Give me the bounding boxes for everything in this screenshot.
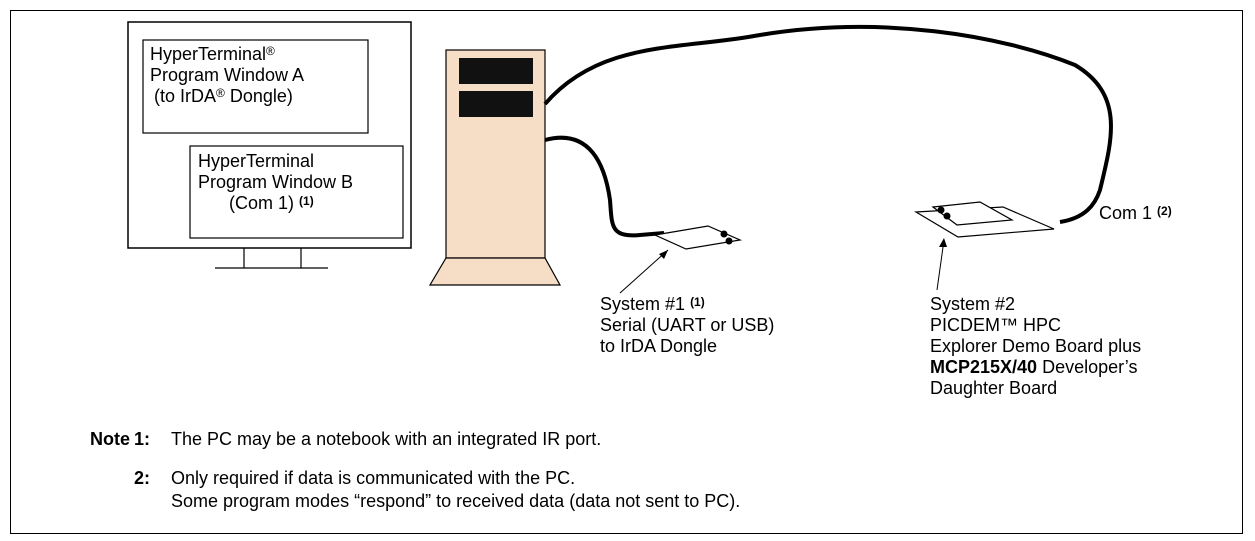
window-b-line1: HyperTerminal — [198, 151, 315, 171]
note-key-2: 2: — [133, 468, 150, 488]
note-heading-row: Note — [90, 428, 130, 450]
com1-text: Com 1 — [1099, 203, 1153, 223]
system1-line3: to IrDA Dongle — [600, 336, 718, 356]
system1-line2: Serial (UART or USB) — [600, 315, 775, 335]
monitor-stand — [215, 248, 328, 269]
demo-board — [914, 201, 1055, 238]
system2-line1: System #2 — [930, 294, 1016, 314]
system1-label: System #1 (1) Serial (UART or USB) to Ir… — [600, 294, 774, 357]
system2-line4-rest: Developer’s — [1037, 357, 1138, 377]
system1-title: System #1 — [600, 294, 686, 314]
note-2-line1: Only required if data is communicated wi… — [171, 468, 576, 488]
arrow-system1 — [619, 249, 669, 294]
system2-line2: PICDEM™ HPC — [930, 315, 1062, 335]
window-b-box — [189, 145, 404, 239]
system2-part-number: MCP215X/40 — [930, 357, 1038, 377]
ref-1: (1) — [690, 295, 705, 309]
window-b-line2: Program Window B — [198, 172, 354, 192]
registered-mark: ® — [266, 44, 275, 58]
ref-2: (2) — [1157, 204, 1172, 218]
window-a-line1: HyperTerminal — [150, 44, 267, 64]
pc-tower — [428, 49, 562, 286]
system2-line3: Explorer Demo Board plus — [930, 336, 1142, 356]
window-a-box — [142, 39, 369, 134]
window-a-line2: Program Window A — [150, 65, 305, 85]
note-key-1: 1: — [133, 429, 150, 449]
system2-line5: Daughter Board — [930, 378, 1058, 398]
system2-label: System #2 PICDEM™ HPC Explorer Demo Boar… — [930, 294, 1141, 399]
window-a-line3-post: Dongle) — [224, 86, 293, 106]
drive-slot-2 — [459, 91, 533, 117]
note-2-line2: Some program modes “respond” to received… — [171, 491, 741, 511]
window-a-label: HyperTerminal® Program Window A (to IrDA… — [150, 44, 304, 107]
note-1-text: The PC may be a notebook with an integra… — [171, 429, 602, 449]
arrow-system2 — [936, 239, 945, 291]
cable-dongle — [544, 135, 665, 238]
window-b-line3: (Com 1) — [229, 193, 295, 213]
registered-mark: ® — [216, 86, 225, 100]
com1-label: Com 1 (2) — [1099, 203, 1172, 224]
window-b-label: HyperTerminal Program Window B (Com 1) (… — [198, 151, 353, 214]
cable-com1 — [543, 24, 1113, 224]
diagram-frame — [10, 10, 1243, 534]
irda-dongle — [652, 225, 743, 250]
ref-1: (1) — [299, 194, 314, 208]
window-a-line3-pre: (to IrDA — [154, 86, 217, 106]
note-heading: Note — [90, 429, 130, 449]
drive-slot-1 — [459, 58, 533, 84]
